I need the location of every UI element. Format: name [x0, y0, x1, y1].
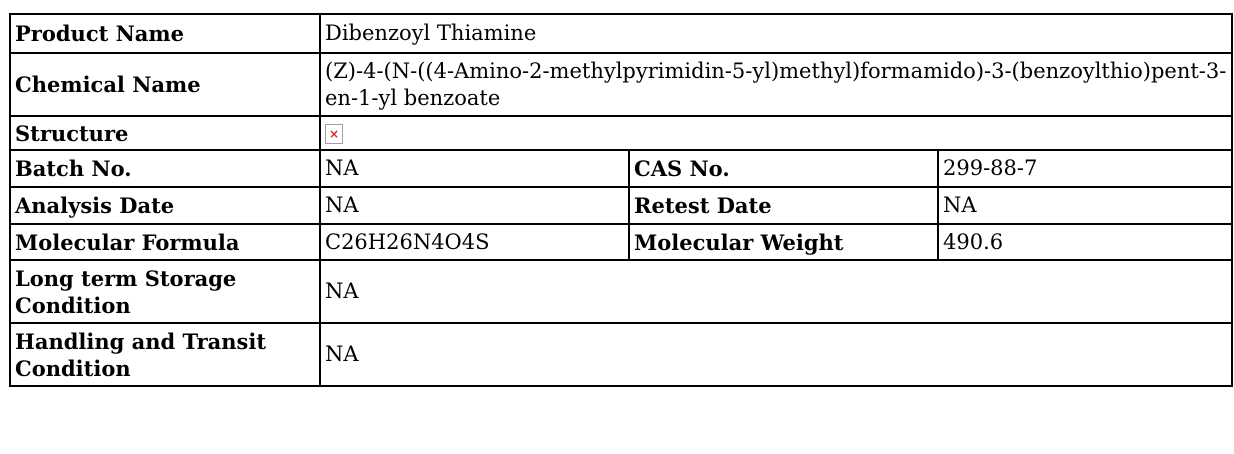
- handling-transit-value: NA: [319, 322, 1233, 387]
- molecular-weight-value: 490.6: [937, 223, 1233, 261]
- cas-no-label: CAS No.: [628, 149, 939, 188]
- row-formula-weight: Molecular Formula C26H26N4O4S Molecular …: [9, 223, 1233, 261]
- cas-no-value: 299-88-7: [937, 149, 1233, 188]
- row-chemical-name: Chemical Name (Z)-4-(N-((4-Amino-2-methy…: [9, 52, 1233, 117]
- row-dates: Analysis Date NA Retest Date NA: [9, 186, 1233, 225]
- analysis-date-label: Analysis Date: [9, 186, 321, 225]
- long-term-storage-label: Long term Storage Condition: [9, 259, 321, 324]
- molecular-weight-label: Molecular Weight: [628, 223, 939, 261]
- structure-label: Structure: [9, 115, 321, 151]
- product-spec-table: Product Name Dibenzoyl Thiamine Chemical…: [9, 13, 1233, 387]
- row-long-term-storage: Long term Storage Condition NA: [9, 259, 1233, 324]
- long-term-storage-value: NA: [319, 259, 1233, 324]
- row-structure: Structure ×: [9, 115, 1233, 151]
- row-handling-transit: Handling and Transit Condition NA: [9, 322, 1233, 387]
- broken-image-icon: ×: [325, 124, 343, 144]
- row-product-name: Product Name Dibenzoyl Thiamine: [9, 13, 1233, 54]
- batch-no-label: Batch No.: [9, 149, 321, 188]
- product-name-value: Dibenzoyl Thiamine: [319, 13, 1233, 54]
- handling-transit-label: Handling and Transit Condition: [9, 322, 321, 387]
- product-name-label: Product Name: [9, 13, 321, 54]
- retest-date-label: Retest Date: [628, 186, 939, 225]
- chemical-name-label: Chemical Name: [9, 52, 321, 117]
- chemical-name-value: (Z)-4-(N-((4-Amino-2-methylpyrimidin-5-y…: [319, 52, 1233, 117]
- molecular-formula-label: Molecular Formula: [9, 223, 321, 261]
- batch-no-value: NA: [319, 149, 630, 188]
- row-batch-cas: Batch No. NA CAS No. 299-88-7: [9, 149, 1233, 188]
- molecular-formula-value: C26H26N4O4S: [319, 223, 630, 261]
- broken-image-glyph: ×: [328, 127, 340, 141]
- structure-value: ×: [319, 115, 1233, 151]
- analysis-date-value: NA: [319, 186, 630, 225]
- retest-date-value: NA: [937, 186, 1233, 225]
